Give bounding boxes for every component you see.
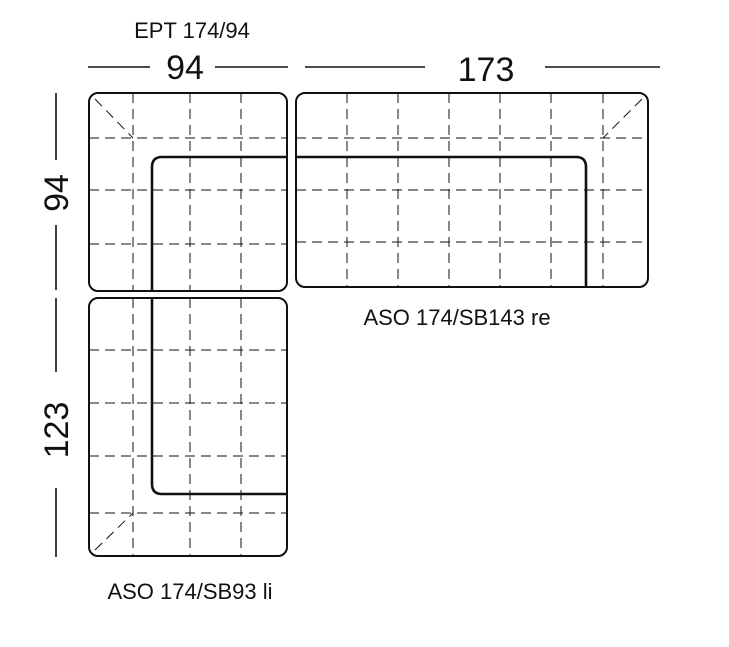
right-module xyxy=(295,92,649,288)
bottom-module xyxy=(88,297,288,557)
corner-module-label: EPT 174/94 xyxy=(134,18,250,43)
dimension-height-bottom-label: 123 xyxy=(38,402,76,459)
dimension-left-top: 94 xyxy=(38,93,76,290)
corner-module xyxy=(88,92,288,292)
dimension-top-left: 94 xyxy=(88,49,288,87)
dimension-left-bottom: 123 xyxy=(38,298,76,557)
dimension-top-right: 173 xyxy=(305,51,660,89)
bottom-module-label: ASO 174/SB93 li xyxy=(107,579,272,604)
dimension-width-left-label: 94 xyxy=(166,49,204,87)
right-module-label: ASO 174/SB143 re xyxy=(363,305,550,330)
dimension-height-top-label: 94 xyxy=(38,174,76,212)
dimension-width-right-label: 173 xyxy=(458,51,515,89)
